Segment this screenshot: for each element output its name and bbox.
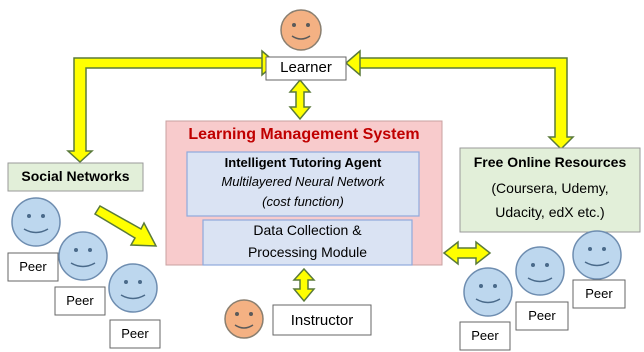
data-collection-box [202,219,413,266]
peer-box-left-2 [54,286,106,316]
arrow-lms-resources [442,240,492,266]
instructor-face [224,299,264,339]
peer-face-left-2 [58,231,108,281]
ita-line1: Multilayered Neural Network [221,174,385,189]
lms-title: Learning Management System [188,126,420,143]
peer-label-right-2: Peer [528,308,556,323]
peer-face-left-1 [11,197,61,247]
peer-box-left-1 [7,252,59,282]
peer-label-left-2: Peer [66,293,94,308]
dc-line2: Processing Module [247,244,368,260]
peer-box-right-3 [459,321,511,351]
arrow-peers-lms [93,204,158,247]
peer-box-left-3 [109,319,161,349]
arrow-lms-instructor [292,267,316,303]
resources-line1: (Coursera, Udemy, [491,180,609,196]
peer-face-right-2 [515,246,565,296]
peer-box-right-1 [572,279,626,309]
resources-box [459,147,641,233]
ita-box [186,151,420,217]
peer-face-right-3 [463,267,513,317]
arrow-learner-resources [344,49,575,151]
ita-title: Intelligent Tutoring Agent [224,155,382,170]
peer-face-right-1 [572,230,622,280]
learner-box [265,56,347,81]
peer-box-right-2 [515,301,569,331]
instructor-label: Instructor [290,312,354,329]
resources-line2: Udacity, edX etc.) [495,204,605,220]
resources-title: Free Online Resources [473,154,627,170]
social-networks-label: Social Networks [21,168,130,184]
peer-label-left-3: Peer [121,326,149,341]
ita-line2: (cost function) [262,194,344,209]
instructor-box [272,304,372,336]
social-networks-box [7,162,144,192]
dc-line1: Data Collection & [253,222,362,238]
peer-label-right-1: Peer [585,286,613,301]
learner-face [280,9,322,51]
learner-label: Learner [280,59,332,76]
peer-face-left-3 [108,263,158,313]
peer-label-right-3: Peer [471,328,499,343]
peer-label-left-1: Peer [19,259,47,274]
arrow-learner-lms [288,78,312,121]
